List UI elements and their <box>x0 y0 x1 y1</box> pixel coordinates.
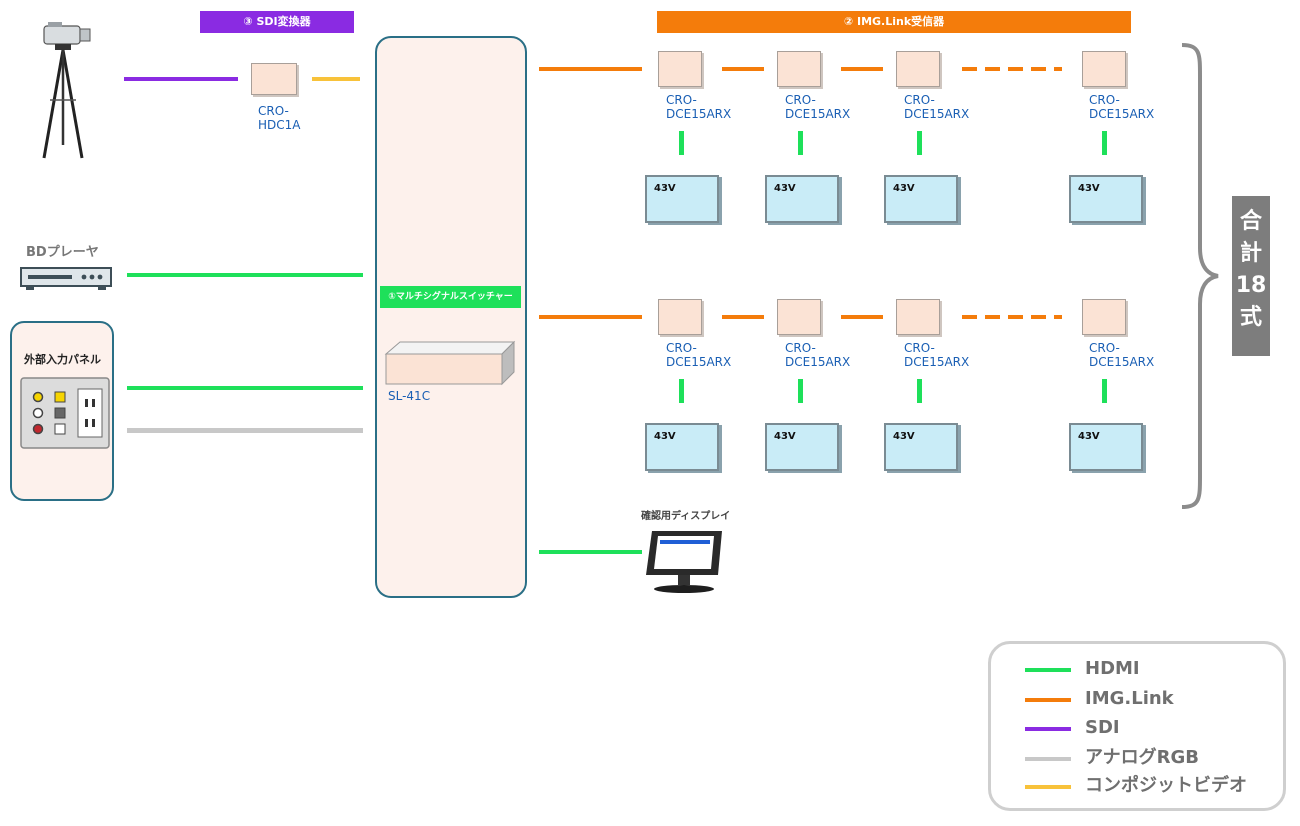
switcher-header: ①マルチシグナルスイッチャー <box>380 286 521 308</box>
input-panel-icon <box>20 377 110 449</box>
imglink-dashed-r1 <box>962 67 1062 71</box>
tv-r2-1: 43V <box>645 423 719 471</box>
switcher-icon <box>384 340 516 386</box>
tv-r2-2: 43V <box>765 423 839 471</box>
imglink-dashed-r2 <box>962 315 1062 319</box>
receiver-box-r2-4 <box>1082 299 1126 335</box>
sdi-converter-header: ③ SDI変換器 <box>200 11 354 33</box>
external-input-panel: 外部入力パネル <box>10 321 114 501</box>
tv-size-label: 43V <box>893 183 915 194</box>
imglink-line-r1-a <box>722 67 764 71</box>
imglink-line-r2-b <box>841 315 883 319</box>
sdi-converter-label: CRO- HDC1A <box>258 104 301 132</box>
receiver-label-r1-4: CRO- DCE15ARX <box>1089 93 1155 121</box>
receiver-label-r2-3: CRO- DCE15ARX <box>904 341 970 369</box>
bd-player-icon <box>20 267 112 290</box>
panel-label: 外部入力パネル <box>24 353 101 366</box>
video-camera-icon <box>42 22 91 159</box>
total-char-1: 合 <box>1239 209 1262 234</box>
receiver-box-r1-3 <box>896 51 940 87</box>
imglink-line-r1-b <box>841 67 883 71</box>
legend-swatch-composite <box>1025 785 1071 789</box>
tv-size-label: 43V <box>654 183 676 194</box>
receiver-label-r1-2: CRO- DCE15ARX <box>785 93 851 121</box>
imglink-line-row2-in <box>539 315 642 319</box>
composite-line <box>312 77 360 81</box>
img-link-receiver-header: ② IMG.Link受信器 <box>657 11 1131 33</box>
hdmi-line-bd <box>127 273 363 277</box>
total-char-4: 式 <box>1239 305 1262 330</box>
legend-label-hdmi: HDMI <box>1085 658 1140 679</box>
legend-label-sdi: SDI <box>1085 717 1120 738</box>
total-badge: 合 計 18 式 <box>1232 196 1270 356</box>
receiver-box-r1-1 <box>658 51 702 87</box>
hdmi-line-panel <box>127 386 363 390</box>
legend-label-composite: コンポジットビデオ <box>1085 775 1247 796</box>
curly-brace <box>1181 43 1219 509</box>
receiver-box-r1-4 <box>1082 51 1126 87</box>
receiver-box-r1-2 <box>777 51 821 87</box>
total-char-3: 18 <box>1235 273 1267 298</box>
hdmi-vline-r1-2 <box>798 131 803 155</box>
tv-size-label: 43V <box>654 431 676 442</box>
legend-swatch-analog-rgb <box>1025 757 1071 761</box>
receiver-box-r2-2 <box>777 299 821 335</box>
receiver-box-r2-1 <box>658 299 702 335</box>
imglink-line-row1-in <box>539 67 642 71</box>
legend-swatch-hdmi <box>1025 668 1071 672</box>
total-char-2: 計 <box>1239 241 1262 266</box>
legend-swatch-sdi <box>1025 727 1071 731</box>
imglink-line-r2-a <box>722 315 764 319</box>
hdmi-line-monitor <box>539 550 642 554</box>
sdi-line <box>124 77 238 81</box>
switcher-model-label: SL-41C <box>388 389 431 403</box>
receiver-label-r1-1: CRO- DCE15ARX <box>666 93 732 121</box>
switcher-container <box>375 36 527 598</box>
hdmi-vline-r1-3 <box>917 131 922 155</box>
hdmi-vline-r2-4 <box>1102 379 1107 403</box>
monitor-icon <box>646 531 722 593</box>
tv-r2-3: 43V <box>884 423 958 471</box>
tv-r1-4: 43V <box>1069 175 1143 223</box>
hdmi-vline-r1-1 <box>679 131 684 155</box>
tv-size-label: 43V <box>774 183 796 194</box>
legend: HDMI IMG.Link SDI アナログRGB コンポジットビデオ <box>988 641 1286 811</box>
sdi-converter-box <box>251 63 297 95</box>
receiver-box-r2-3 <box>896 299 940 335</box>
receiver-label-r1-3: CRO- DCE15ARX <box>904 93 970 121</box>
tv-size-label: 43V <box>1078 431 1100 442</box>
tv-r1-2: 43V <box>765 175 839 223</box>
tv-r1-1: 43V <box>645 175 719 223</box>
hdmi-vline-r2-3 <box>917 379 922 403</box>
bd-player-label: BDプレーヤ <box>26 245 99 260</box>
hdmi-vline-r2-2 <box>798 379 803 403</box>
monitor-label: 確認用ディスプレイ <box>641 511 731 522</box>
tv-size-label: 43V <box>1078 183 1100 194</box>
receiver-label-r2-2: CRO- DCE15ARX <box>785 341 851 369</box>
receiver-label-r2-4: CRO- DCE15ARX <box>1089 341 1155 369</box>
hdmi-vline-r2-1 <box>679 379 684 403</box>
tv-size-label: 43V <box>893 431 915 442</box>
tv-r2-4: 43V <box>1069 423 1143 471</box>
legend-label-imglink: IMG.Link <box>1085 688 1174 709</box>
hdmi-vline-r1-4 <box>1102 131 1107 155</box>
tv-r1-3: 43V <box>884 175 958 223</box>
legend-swatch-imglink <box>1025 698 1071 702</box>
tv-size-label: 43V <box>774 431 796 442</box>
analog-rgb-line <box>127 428 363 433</box>
receiver-label-r2-1: CRO- DCE15ARX <box>666 341 732 369</box>
legend-label-analog-rgb: アナログRGB <box>1085 747 1199 768</box>
